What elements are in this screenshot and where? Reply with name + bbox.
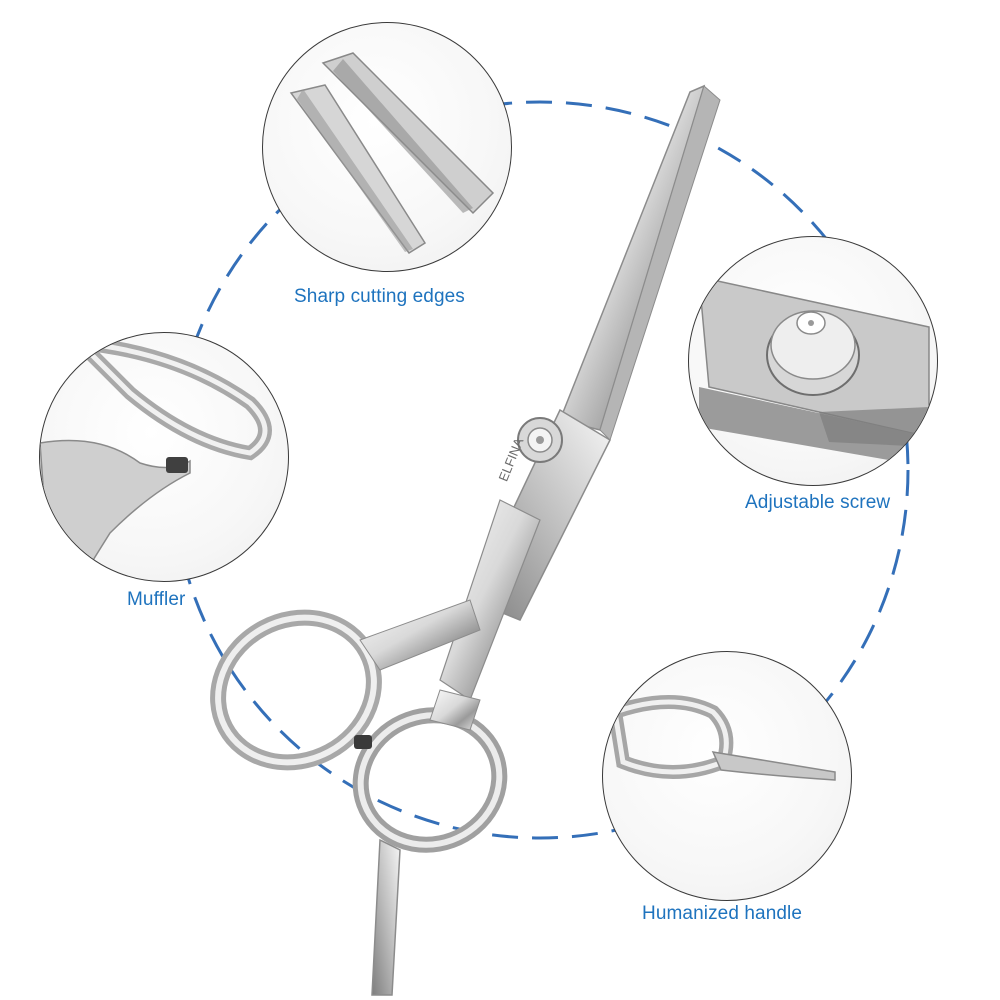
finger-ring [210,599,481,771]
callout-muffler-photo [39,332,289,582]
muffler-bumper [354,735,372,749]
thumb-ring [352,689,508,853]
scissors-blade [558,84,706,431]
finger-rest-tang [371,838,401,996]
label-sharp-cutting-edges: Sharp cutting edges [294,286,465,307]
brand-engraving: ELFINA [495,435,526,483]
pivot-screw [517,417,563,463]
label-muffler: Muffler [127,589,186,610]
dashed-ring [170,100,910,840]
label-adjustable-screw: Adjustable screw [745,492,891,513]
label-humanized-handle: Humanized handle [642,903,803,924]
callout-adjustable-screw-photo [688,236,938,486]
callout-sharp-edges-photo [262,22,512,272]
callout-humanized-handle-photo [602,651,852,901]
